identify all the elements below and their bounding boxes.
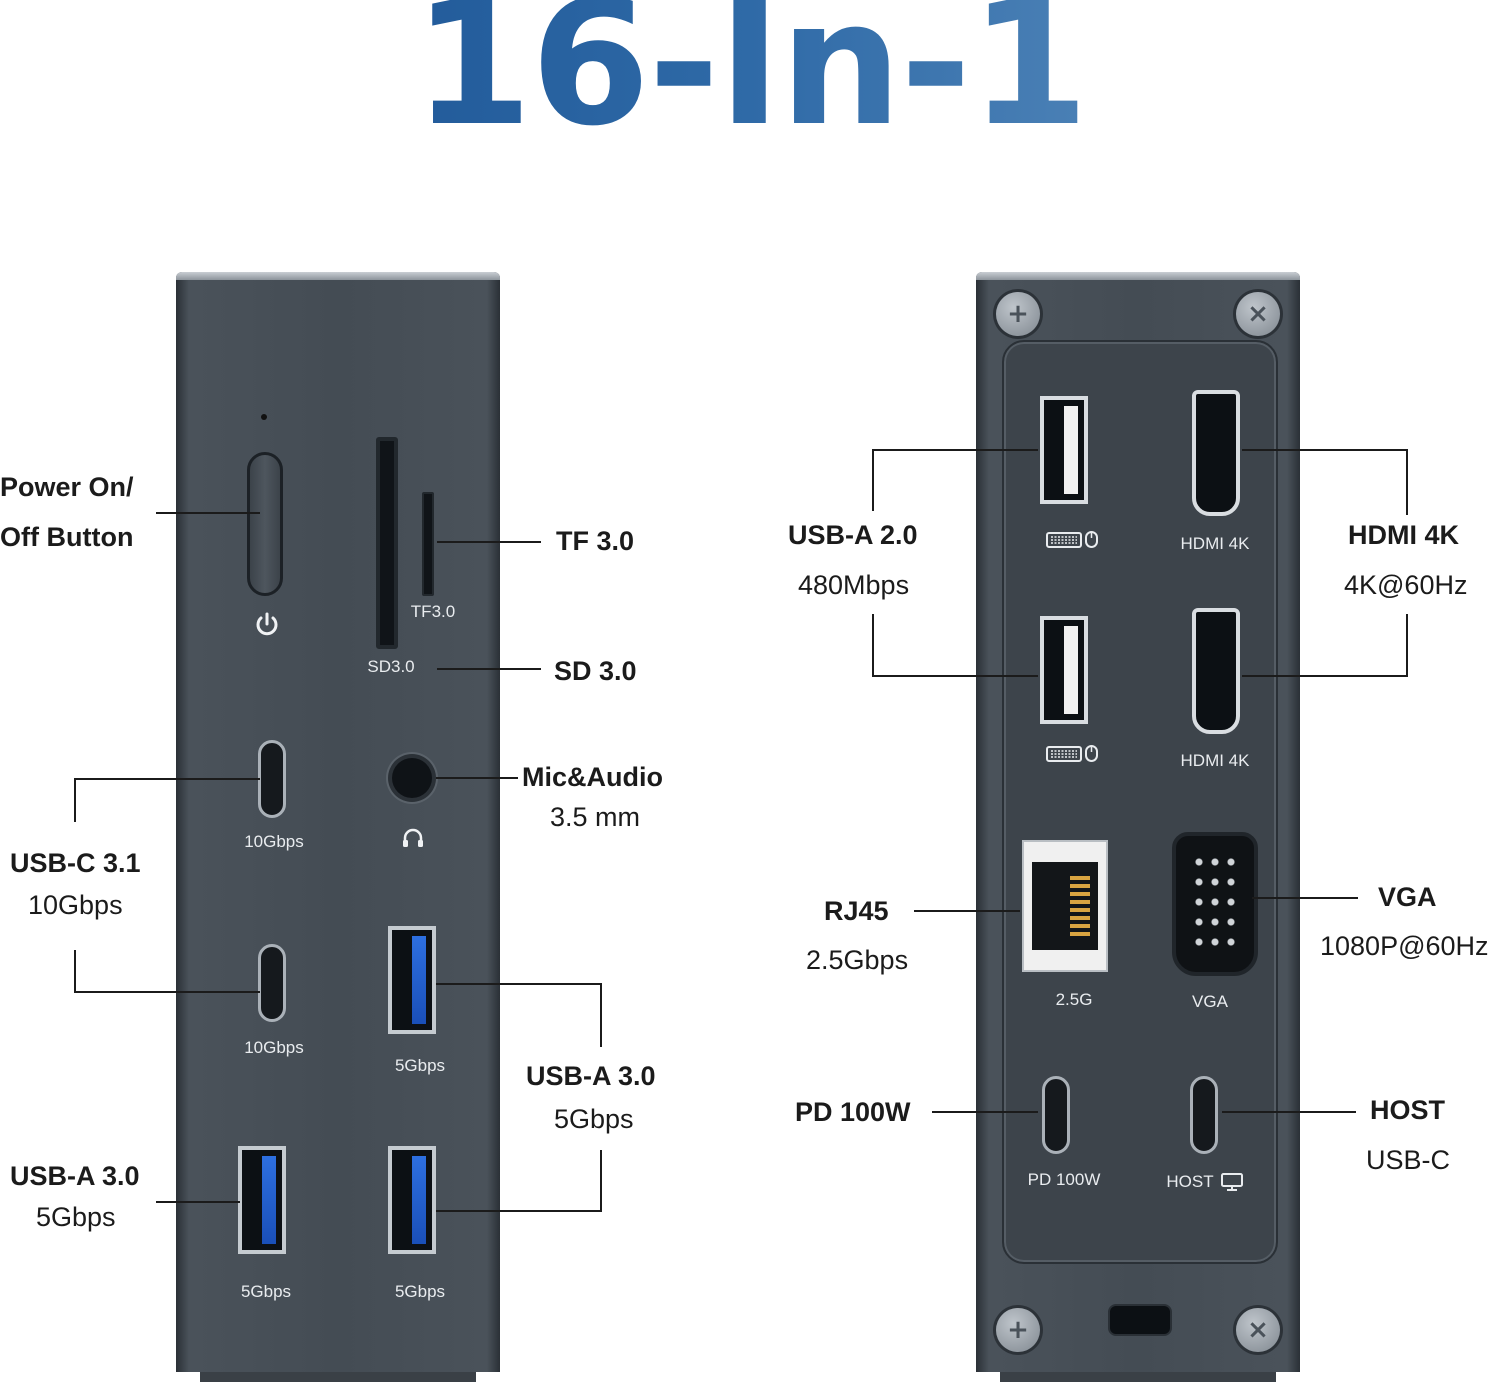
power-callout-line1: Power On/ xyxy=(0,472,134,502)
power-indicator-led xyxy=(261,414,267,420)
host-callout-sub: USB-C xyxy=(1366,1145,1451,1175)
usba2-port-bottom[interactable] xyxy=(1040,616,1088,724)
hdmi-leader-top-h xyxy=(1242,449,1408,451)
usba2-callout-sub: 480Mbps xyxy=(798,570,910,600)
host-usbc-port[interactable] xyxy=(1190,1076,1218,1154)
usba-right-leader-top-v xyxy=(600,983,602,1047)
rj45-port[interactable] xyxy=(1022,840,1108,972)
host-callout-title: HOST xyxy=(1370,1095,1446,1125)
tf-port-label: TF3.0 xyxy=(410,602,456,621)
hdmi-bottom-port-label: HDMI 4K xyxy=(1180,751,1250,770)
usbc-callout-title: USB-C 3.1 xyxy=(10,848,141,878)
mic-callout-sub: 3.5 mm xyxy=(550,802,641,832)
usba2-port-top[interactable] xyxy=(1040,396,1088,504)
screw-top-right: × xyxy=(1236,292,1280,336)
usbc-leader-bottom-h xyxy=(74,991,260,993)
usba-right-leader-bottom-v xyxy=(600,1150,602,1212)
rj45-leader-line xyxy=(914,910,1020,912)
host-leader-line xyxy=(1222,1111,1356,1113)
kensington-lock-slot[interactable] xyxy=(1108,1304,1172,1336)
keyboard-mouse-icon xyxy=(1046,745,1098,762)
usbc-top-port-label: 10Gbps xyxy=(244,832,304,851)
host-port-label: HOST xyxy=(1166,1172,1214,1191)
hdmi-port-top[interactable] xyxy=(1192,390,1240,516)
vga-port-label: VGA xyxy=(1192,992,1228,1011)
pd-leader-line xyxy=(932,1111,1038,1113)
usba3-top-right-port-label: 5Gbps xyxy=(394,1056,446,1075)
sd-callout-title: SD 3.0 xyxy=(554,656,637,686)
usba-left-callout-title: USB-A 3.0 xyxy=(10,1161,140,1191)
usba2-leader-bottom-v xyxy=(872,614,874,676)
usba2-callout-title: USB-A 2.0 xyxy=(788,520,918,550)
vga-leader-line xyxy=(1252,897,1358,899)
usbc-port-bottom[interactable] xyxy=(258,944,286,1022)
monitor-icon xyxy=(1221,1173,1243,1191)
vga-callout-sub: 1080P@60Hz xyxy=(1320,931,1489,961)
page-title: 16-In-1 xyxy=(0,0,1500,150)
usba3-port-bottom-left[interactable] xyxy=(238,1146,286,1254)
tf-callout-title: TF 3.0 xyxy=(556,526,635,556)
mic-callout-title: Mic&Audio xyxy=(522,762,663,792)
power-leader-line xyxy=(156,512,260,514)
usbc-port-top[interactable] xyxy=(258,740,286,818)
usbc-leader-top-v xyxy=(74,778,76,822)
pd-callout-title: PD 100W xyxy=(795,1097,911,1127)
usba3-bottom-right-port-label: 5Gbps xyxy=(394,1282,446,1301)
tf-leader-line xyxy=(437,541,541,543)
sd-leader-line xyxy=(437,668,541,670)
hdmi-leader-bottom-v xyxy=(1406,614,1408,676)
usba2-leader-bottom-h xyxy=(872,675,1038,677)
keyboard-mouse-icon xyxy=(1046,531,1098,548)
screw-bottom-right: × xyxy=(1236,1308,1280,1352)
tf-card-slot[interactable] xyxy=(422,492,434,596)
usba3-port-bottom-right[interactable] xyxy=(388,1146,436,1254)
dock-rear-top-edge xyxy=(976,272,1300,280)
vga-port[interactable] xyxy=(1172,832,1258,976)
dock-front-foot xyxy=(200,1372,476,1382)
usbc-bottom-port-label: 10Gbps xyxy=(244,1038,304,1057)
dock-front-top-edge xyxy=(176,272,500,280)
usbc-leader-bottom-v xyxy=(74,950,76,992)
pd-port-label: PD 100W xyxy=(1027,1170,1101,1189)
usbc-callout-sub: 10Gbps xyxy=(28,890,123,920)
headset-icon xyxy=(403,828,423,847)
power-callout-line2: Off Button xyxy=(0,522,134,552)
power-icon xyxy=(256,612,278,636)
rj45-port-label: 2.5G xyxy=(1055,990,1093,1009)
hdmi-callout-title: HDMI 4K xyxy=(1348,520,1460,550)
usba-left-callout-sub: 5Gbps xyxy=(36,1202,116,1232)
hdmi-port-bottom[interactable] xyxy=(1192,608,1240,734)
usbc-leader-top-h xyxy=(74,778,260,780)
usba-right-leader-top-h xyxy=(436,983,602,985)
power-button[interactable] xyxy=(247,452,283,596)
usba-right-callout-title: USB-A 3.0 xyxy=(526,1061,656,1091)
dock-rear-foot xyxy=(1000,1372,1276,1382)
usba3-bottom-left-port-label: 5Gbps xyxy=(240,1282,292,1301)
hdmi-top-port-label: HDMI 4K xyxy=(1180,534,1250,553)
usba-right-callout-sub: 5Gbps xyxy=(554,1104,634,1134)
hdmi-leader-bottom-h xyxy=(1242,675,1408,677)
hdmi-leader-top-v xyxy=(1406,449,1408,515)
rj45-callout-sub: 2.5Gbps xyxy=(806,945,909,975)
usba-right-leader-bottom-h xyxy=(436,1210,602,1212)
pd-usbc-port[interactable] xyxy=(1042,1076,1070,1154)
rj45-callout-title: RJ45 xyxy=(824,896,889,926)
vga-callout-title: VGA xyxy=(1378,882,1437,912)
dock-front-panel xyxy=(176,272,500,1372)
usba2-leader-top-v xyxy=(872,449,874,511)
usba2-leader-top-h xyxy=(872,449,1038,451)
usba-left-leader-line xyxy=(156,1201,240,1203)
mic-leader-line xyxy=(436,777,518,779)
sd-card-slot[interactable] xyxy=(376,437,398,649)
hdmi-callout-sub: 4K@60Hz xyxy=(1344,570,1468,600)
screw-top-left: + xyxy=(996,292,1040,336)
sd-port-label: SD3.0 xyxy=(367,657,415,676)
audio-jack[interactable] xyxy=(392,758,432,798)
screw-bottom-left: + xyxy=(996,1308,1040,1352)
usba3-port-top-right[interactable] xyxy=(388,926,436,1034)
